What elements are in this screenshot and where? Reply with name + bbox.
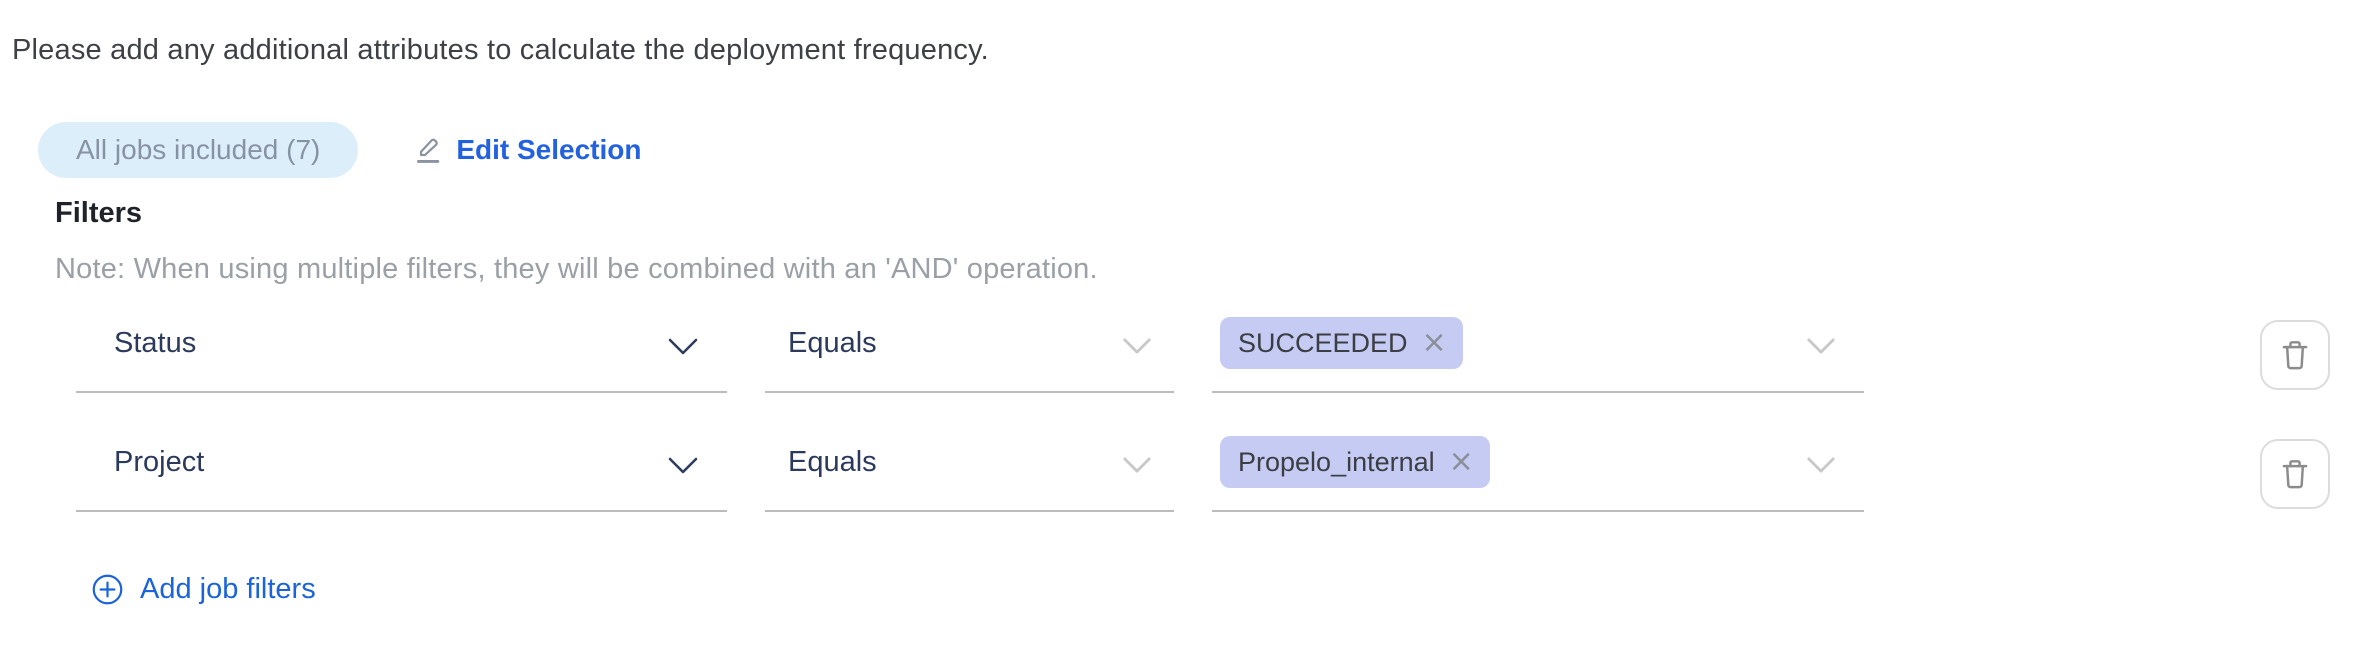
edit-pencil-icon bbox=[412, 135, 443, 166]
jobs-summary-row: All jobs included (7) Edit Selection bbox=[38, 122, 642, 178]
remove-value-icon[interactable]: × bbox=[1421, 325, 1447, 360]
chevron-down-icon bbox=[1806, 457, 1836, 478]
filter-field-value: Status bbox=[114, 326, 197, 359]
chevron-down-icon bbox=[667, 457, 699, 479]
filter-rows: Status Equals SUCCEEDED × bbox=[76, 311, 2376, 549]
trash-icon bbox=[2279, 338, 2311, 372]
filter-operator-select[interactable]: Equals bbox=[765, 311, 1174, 393]
value-tag-label: SUCCEEDED bbox=[1238, 327, 1408, 358]
add-job-filters-label: Add job filters bbox=[140, 573, 316, 605]
filter-row: Project Equals Propelo_internal × bbox=[76, 430, 2376, 512]
filter-field-select[interactable]: Project bbox=[76, 430, 727, 512]
chevron-down-icon bbox=[1122, 457, 1152, 478]
filter-field-value: Project bbox=[114, 445, 205, 478]
chevron-down-icon bbox=[1122, 338, 1152, 359]
delete-filter-button[interactable] bbox=[2260, 320, 2330, 390]
filters-section-title: Filters bbox=[55, 197, 143, 229]
filter-row: Status Equals SUCCEEDED × bbox=[76, 311, 2376, 393]
filter-operator-value: Equals bbox=[788, 445, 877, 478]
plus-circle-icon bbox=[91, 573, 124, 606]
trash-icon bbox=[2279, 457, 2311, 491]
add-job-filters-link[interactable]: Add job filters bbox=[91, 573, 316, 606]
chevron-down-icon bbox=[1806, 338, 1836, 359]
chevron-down-icon bbox=[667, 338, 699, 360]
filter-values-select[interactable]: SUCCEEDED × bbox=[1212, 311, 1864, 393]
filter-operator-select[interactable]: Equals bbox=[765, 430, 1174, 512]
value-tag: Propelo_internal × bbox=[1220, 436, 1490, 488]
filters-note: Note: When using multiple filters, they … bbox=[55, 253, 1098, 285]
delete-filter-button[interactable] bbox=[2260, 439, 2330, 509]
filter-field-select[interactable]: Status bbox=[76, 311, 727, 393]
instruction-text: Please add any additional attributes to … bbox=[12, 34, 989, 66]
value-tag: SUCCEEDED × bbox=[1220, 317, 1463, 369]
edit-selection-link[interactable]: Edit Selection bbox=[412, 134, 642, 166]
edit-selection-label: Edit Selection bbox=[456, 134, 642, 165]
filter-operator-value: Equals bbox=[788, 326, 877, 359]
value-tag-label: Propelo_internal bbox=[1238, 446, 1435, 477]
remove-value-icon[interactable]: × bbox=[1448, 444, 1474, 479]
filter-values-select[interactable]: Propelo_internal × bbox=[1212, 430, 1864, 512]
jobs-included-badge: All jobs included (7) bbox=[38, 122, 359, 178]
